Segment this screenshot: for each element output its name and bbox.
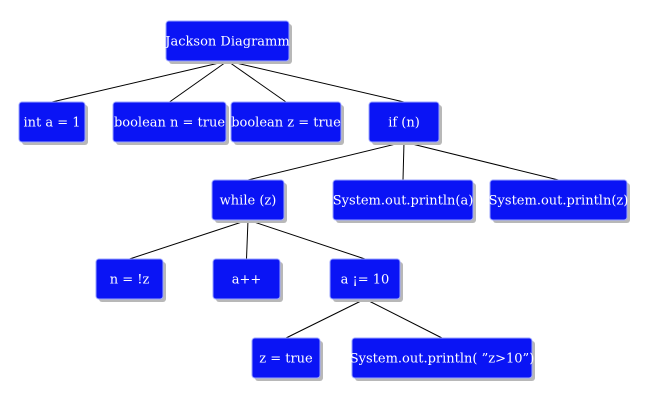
node-box xyxy=(230,101,342,143)
node-if-n: if (n) xyxy=(368,101,442,145)
edge-while-z-to-n-not-z xyxy=(129,219,249,260)
node-box xyxy=(165,20,290,62)
node-box xyxy=(351,337,533,379)
node-println-z: System.out.println(z) xyxy=(489,179,630,223)
node-box xyxy=(332,179,474,221)
node-label: Jackson Diagramm xyxy=(163,35,289,50)
edge-while-z-to-a-inc xyxy=(246,219,249,260)
node-box xyxy=(18,101,86,143)
edge-root-to-if-n xyxy=(227,60,405,103)
node-label: a ¡= 10 xyxy=(341,273,390,288)
node-println-a: System.out.println(a) xyxy=(332,179,476,223)
node-box xyxy=(211,179,285,221)
node-z-true: z = true xyxy=(251,337,323,381)
node-box xyxy=(329,258,401,300)
edge-if-n-to-while-z xyxy=(247,141,405,181)
edge-root-to-int-a xyxy=(51,60,228,103)
node-n-not-z: n = !z xyxy=(95,258,166,302)
node-root: Jackson Diagramm xyxy=(163,20,292,64)
edge-a-neq-10-to-z-true xyxy=(285,298,366,339)
node-a-neq-10: a ¡= 10 xyxy=(329,258,403,302)
edge-while-z-to-a-neq-10 xyxy=(247,219,366,260)
node-box xyxy=(368,101,440,143)
node-label: if (n) xyxy=(388,116,420,131)
node-box xyxy=(251,337,321,379)
edge-if-n-to-println-a xyxy=(402,141,405,181)
node-int-a: int a = 1 xyxy=(18,101,88,145)
node-label: z = true xyxy=(259,352,313,367)
node-println-z10: System.out.println( ”z>10”) xyxy=(350,337,535,381)
node-label: int a = 1 xyxy=(23,116,80,131)
edge-a-neq-10-to-println-z10 xyxy=(364,298,443,339)
nodes: Jackson Diagramm int a = 1 boolean n = tru… xyxy=(18,20,630,381)
node-a-inc: a++ xyxy=(212,258,283,302)
node-bool-z: boolean z = true xyxy=(230,101,344,145)
node-label: System.out.println(a) xyxy=(333,194,474,209)
node-box xyxy=(112,101,227,143)
node-bool-n: boolean n = true xyxy=(112,101,229,145)
edge-root-to-bool-z xyxy=(227,60,287,103)
node-while-z: while (z) xyxy=(211,179,287,223)
node-label: while (z) xyxy=(220,194,277,209)
node-label: System.out.println( ”z>10”) xyxy=(350,352,535,367)
edge-if-n-to-println-z xyxy=(403,141,559,181)
edges xyxy=(51,60,559,339)
node-label: a++ xyxy=(232,273,262,288)
node-label: boolean n = true xyxy=(114,116,225,131)
node-box xyxy=(489,179,628,221)
node-box xyxy=(212,258,281,300)
node-label: System.out.println(z) xyxy=(489,194,629,209)
node-box xyxy=(95,258,164,300)
node-label: boolean z = true xyxy=(231,116,341,131)
node-label: n = !z xyxy=(110,273,150,288)
edge-root-to-bool-n xyxy=(169,60,228,103)
